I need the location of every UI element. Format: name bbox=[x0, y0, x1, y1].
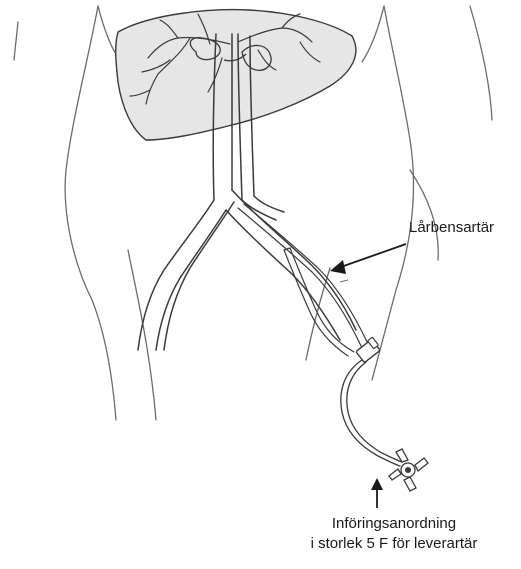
catheter bbox=[238, 204, 368, 356]
torso-left-line bbox=[14, 22, 18, 60]
arm-right-edge bbox=[470, 6, 492, 120]
sheath-hub-icon bbox=[356, 337, 380, 362]
thigh-left-inner bbox=[128, 250, 156, 420]
torso-left-edge bbox=[65, 6, 116, 420]
introducer-label-line1: Införingsanordning bbox=[279, 514, 509, 534]
introducer-label-line2: i storlek 5 F för leverartär bbox=[279, 534, 509, 554]
sideport-tubing bbox=[341, 360, 402, 466]
hip-right-edge bbox=[410, 170, 438, 260]
femoral-artery-label: Lårbensartär bbox=[409, 218, 494, 238]
introducer-label: Införingsanordning i storlek 5 F för lev… bbox=[279, 514, 509, 554]
torso-right-edge bbox=[372, 6, 414, 380]
device-arrow bbox=[371, 478, 383, 508]
three-way-stopcock-icon bbox=[389, 449, 428, 491]
ribcage-right bbox=[362, 6, 384, 62]
right-iliac-inner bbox=[226, 210, 340, 340]
liver bbox=[116, 10, 356, 140]
artery-arrow bbox=[330, 244, 406, 274]
right-iliac-outer bbox=[232, 190, 356, 330]
artery-tick bbox=[340, 280, 348, 282]
